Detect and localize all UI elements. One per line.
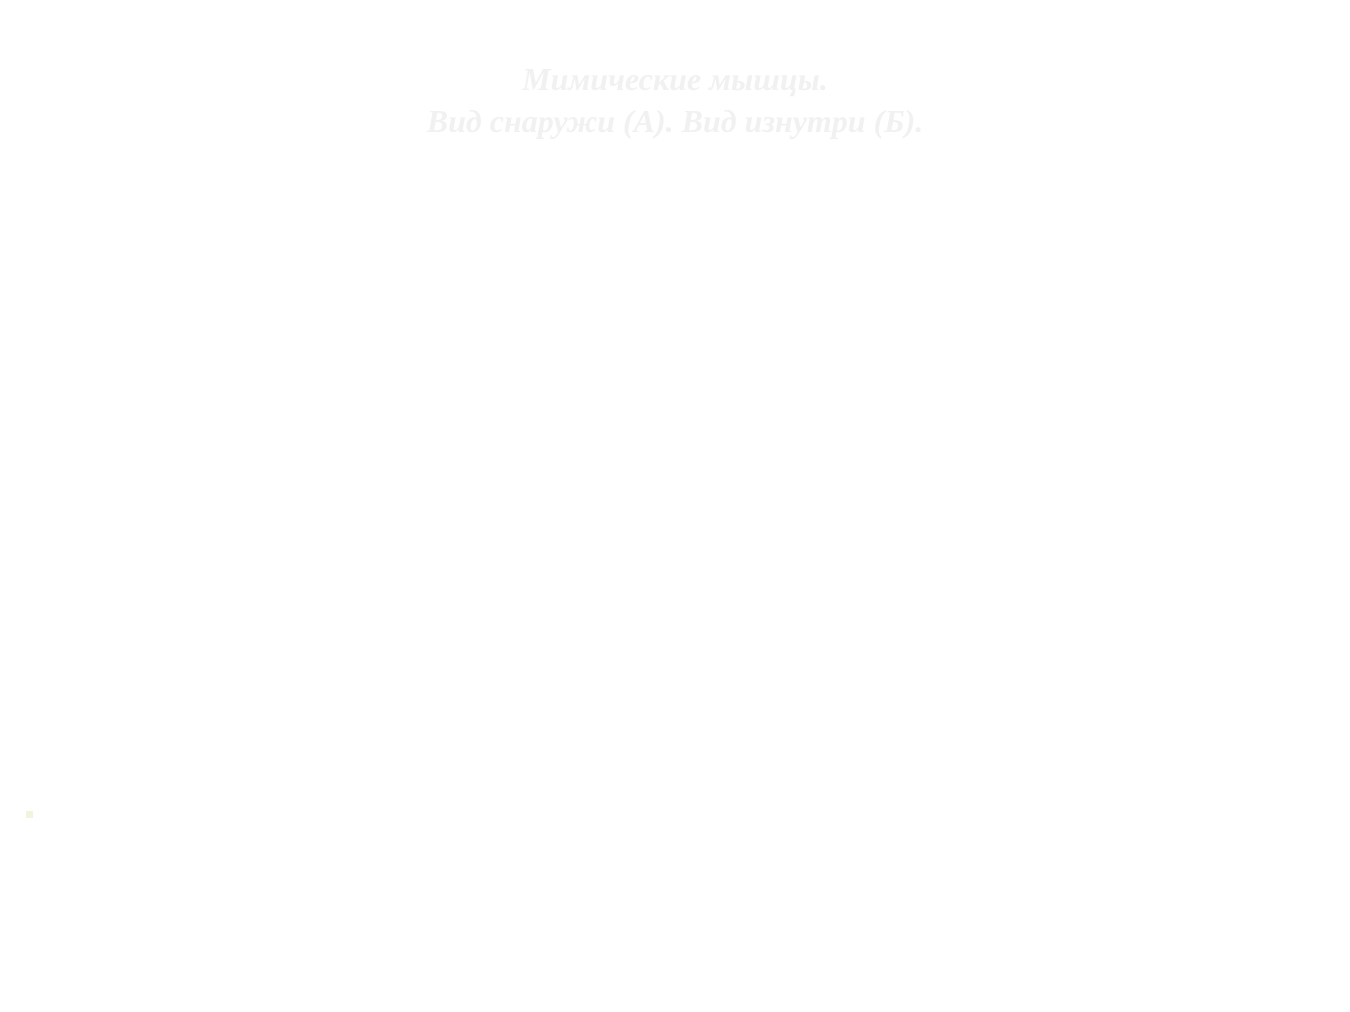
slide-title: Мимические мышцы. Вид снаружи (А). Вид и… xyxy=(0,58,1350,142)
slide-title-line-1: Мимические мышцы. xyxy=(522,61,828,97)
square-bullet-icon xyxy=(26,811,33,818)
slide-title-line-2: Вид снаружи (А). Вид изнутри (Б). xyxy=(426,103,924,139)
